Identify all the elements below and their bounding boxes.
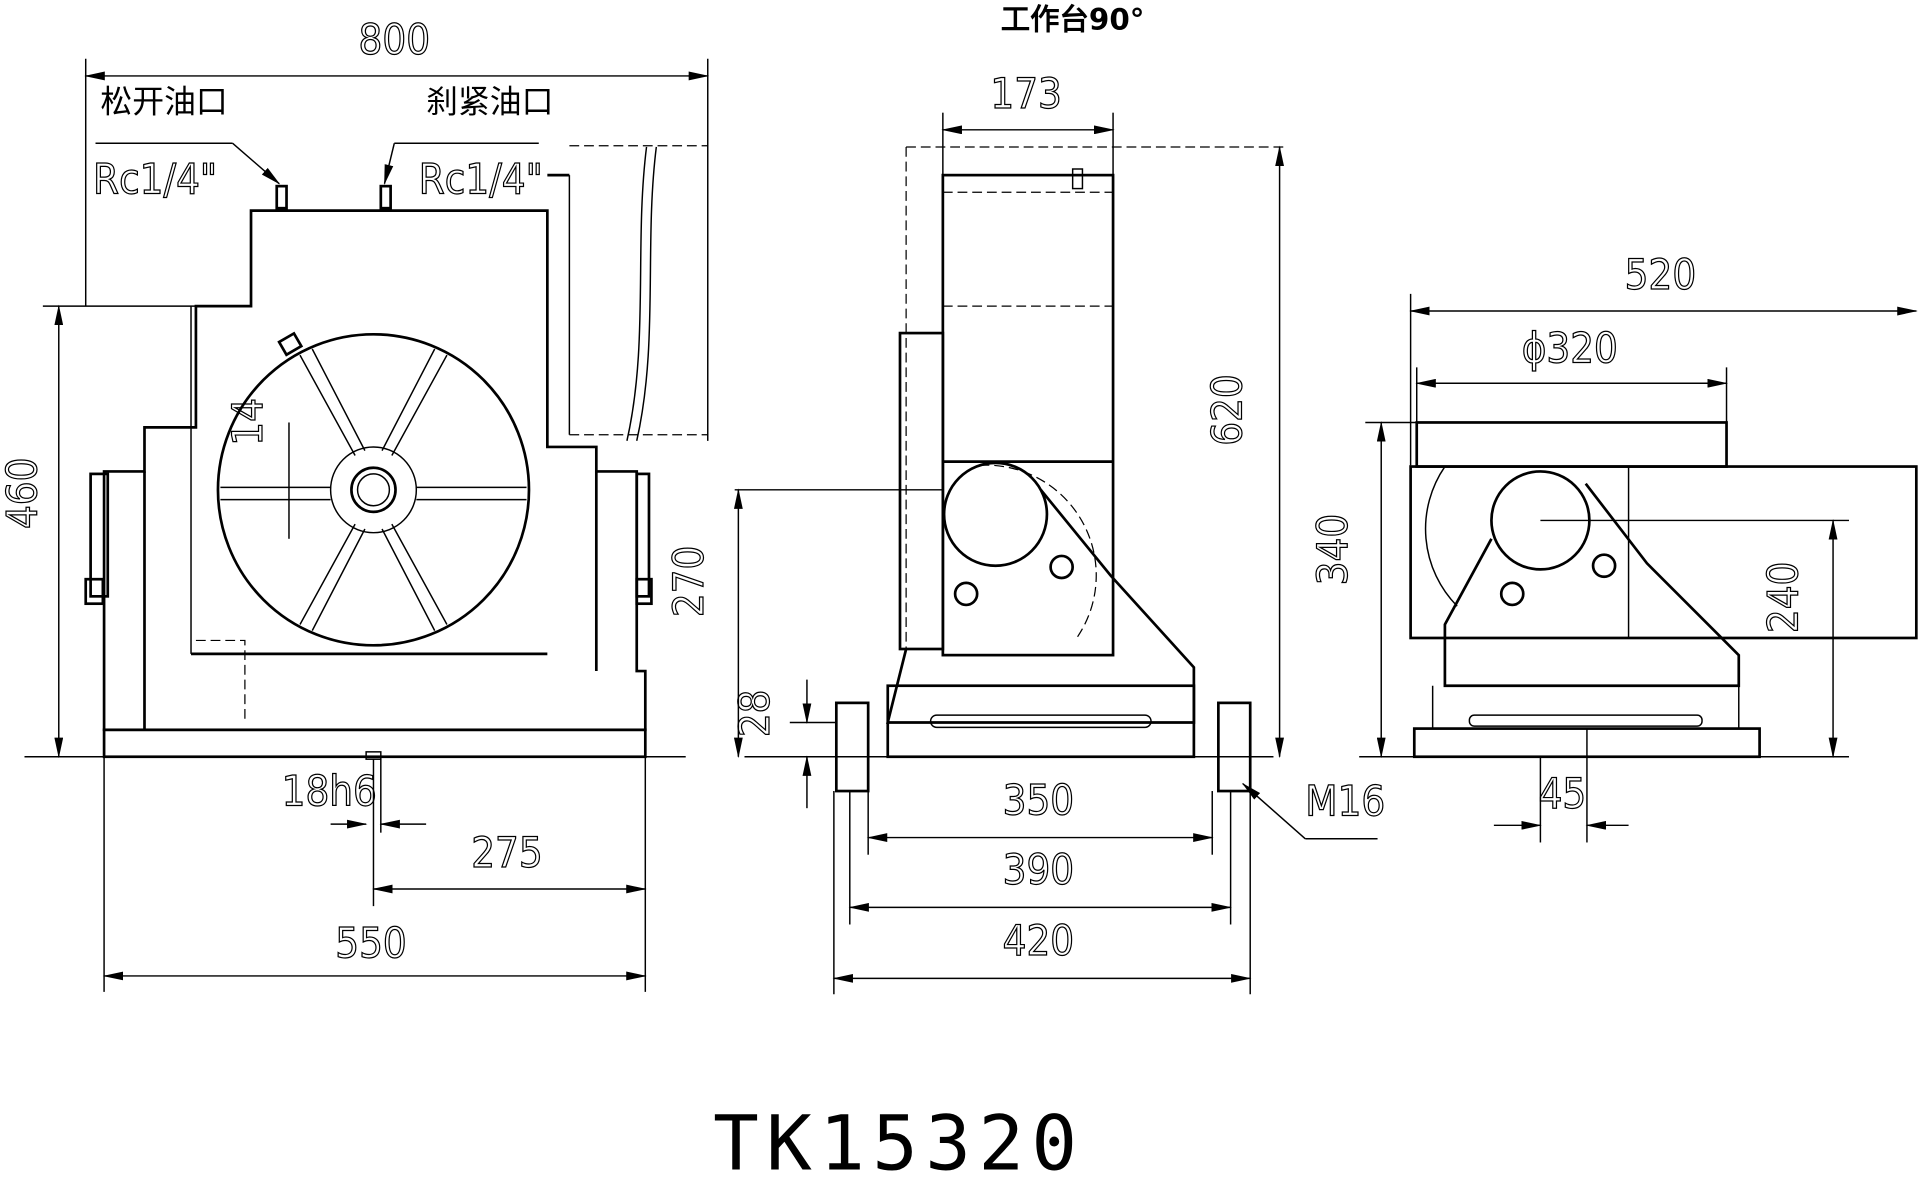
drawing-title: TK15320 <box>713 1099 1084 1178</box>
dim-350: 350 <box>1003 775 1074 824</box>
dim-275: 275 <box>471 828 542 877</box>
dim-270: 270 <box>664 546 713 617</box>
dim-420: 420 <box>1003 916 1074 965</box>
dim-173: 173 <box>990 69 1061 118</box>
bolt-label: M16 <box>1305 777 1385 826</box>
dim-800: 800 <box>359 15 430 64</box>
dim-45: 45 <box>1539 769 1587 818</box>
dim-520: 520 <box>1625 250 1696 299</box>
dim-phi320: ϕ320 <box>1522 323 1618 372</box>
dim-28: 28 <box>730 690 779 738</box>
dim-340: 340 <box>1308 514 1357 585</box>
dim-550: 550 <box>335 919 406 968</box>
dim-390: 390 <box>1003 845 1074 894</box>
dim-240: 240 <box>1759 562 1808 633</box>
thread-left-label: Rc1/4" <box>93 154 217 203</box>
thread-right-label: Rc1/4" <box>419 154 543 203</box>
dim-14: 14 <box>223 398 272 446</box>
table-view: 520 ϕ320 340 240 45 <box>1307 249 1918 843</box>
side-view: 工作台90° 173 270 28 620 350 390 420 M16 <box>663 2 1386 995</box>
dim-460: 460 <box>0 458 47 529</box>
front-view: 800 松开油口 刹紧油口 Rc1/4" Rc1/4" 14 460 18h6 … <box>0 14 710 992</box>
clamp-port-label: 刹紧油口 <box>426 83 553 121</box>
dim-620: 620 <box>1203 374 1252 445</box>
view-label: 工作台90° <box>1001 2 1145 36</box>
release-port-label: 松开油口 <box>100 83 227 121</box>
key-label: 18h6 <box>282 767 377 816</box>
